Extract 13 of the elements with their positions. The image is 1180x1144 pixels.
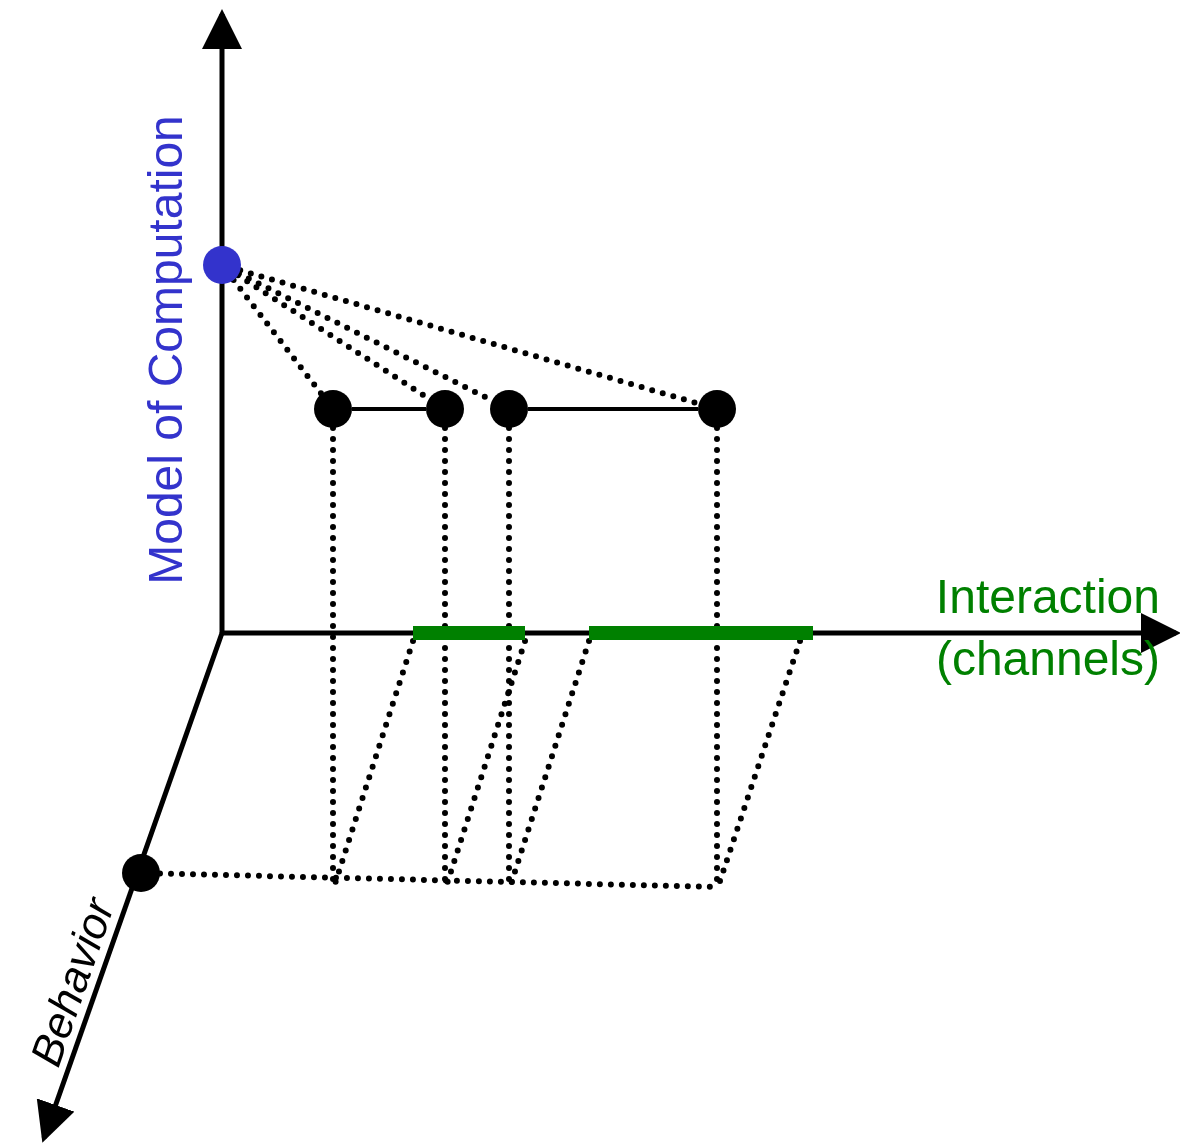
axis-label: Interaction (channels) xyxy=(934,569,1160,688)
dotted-line xyxy=(230,277,325,397)
design-point xyxy=(490,390,528,428)
channel-bar xyxy=(413,626,525,640)
channel-bar xyxy=(589,626,813,640)
model-point xyxy=(203,246,241,284)
axis-label: Model of Computation xyxy=(137,115,193,585)
connector-line xyxy=(528,407,698,411)
behavior-point xyxy=(122,854,160,892)
design-point xyxy=(314,390,352,428)
connector-line xyxy=(352,407,426,411)
design-point xyxy=(426,390,464,428)
design-point xyxy=(698,390,736,428)
